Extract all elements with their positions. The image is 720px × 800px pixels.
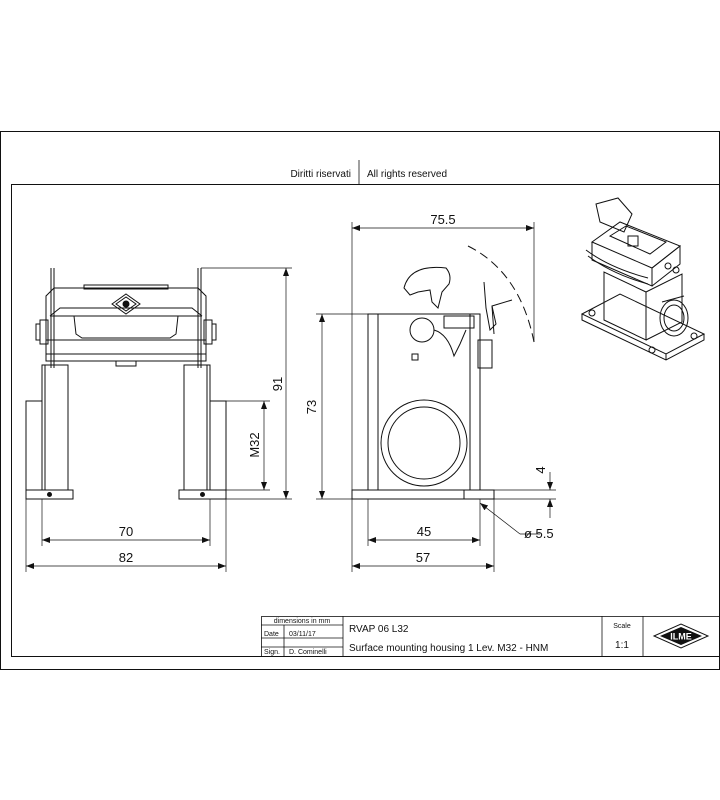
dim-hole-label: ø 5.5: [524, 526, 554, 541]
side-view-dimensions: [316, 222, 556, 572]
outer-border: [0, 131, 720, 670]
rights-italian: Diritti riservati: [290, 169, 351, 180]
inner-border: [11, 184, 720, 657]
front-view: [25, 268, 227, 500]
sign-value: D. Cominelli: [289, 649, 327, 656]
logo-text: ILME: [670, 632, 692, 642]
front-view-dimensions: [25, 267, 292, 572]
part-description: Surface mounting housing 1 Lev. M32 - HN…: [349, 643, 548, 654]
date-value: 03/11/17: [289, 631, 316, 638]
company-logo: ILME: [652, 623, 710, 649]
dim-thickness-label: 4: [533, 466, 548, 473]
dim-75-5-label: 75.5: [430, 212, 455, 227]
dim-m32-label: M32: [247, 432, 262, 457]
dim-45-label: 45: [417, 524, 431, 539]
side-view: [351, 245, 535, 500]
dim-70-label: 70: [119, 524, 133, 539]
date-label: Date: [264, 631, 279, 638]
dim-57-label: 57: [416, 550, 430, 565]
part-code: RVAP 06 L32: [349, 624, 409, 635]
scale-value: 1:1: [615, 640, 629, 651]
sign-label: Sign.: [264, 649, 280, 656]
scale-label: Scale: [613, 623, 631, 630]
units-note: dimensions in mm: [274, 618, 331, 625]
dim-82-label: 82: [119, 550, 133, 565]
dim-91-label: 91: [270, 377, 285, 391]
rights-english: All rights reserved: [367, 169, 447, 180]
isometric-view: [580, 197, 706, 361]
dim-73-label: 73: [304, 400, 319, 414]
